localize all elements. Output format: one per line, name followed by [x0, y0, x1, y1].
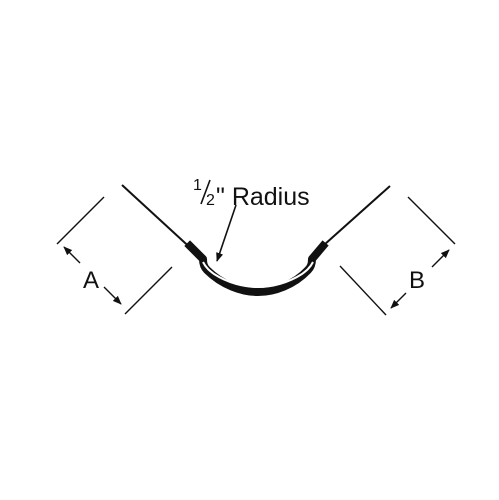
radius-label-denominator: 2: [206, 192, 215, 209]
dimension-b-extension-lower: [339, 265, 387, 316]
dimension-b-arrow-lower: [390, 292, 407, 309]
radius-label-fraction-slash: [200, 179, 211, 205]
radius-nose-profile: [184, 240, 329, 296]
dimension-b-extension-upper: [407, 196, 456, 245]
radius-leader-arrow: [216, 204, 237, 262]
radius-label-numerator: 1: [193, 177, 202, 194]
dimension-b-arrow-upper: [431, 249, 450, 268]
dimension-b: [339, 196, 456, 316]
dimension-a-arrow-lower: [103, 286, 122, 305]
dimension-a: [56, 196, 173, 315]
dimension-a-label: A: [83, 267, 99, 294]
radius-label-text: " Radius: [216, 183, 310, 211]
dimension-b-label: B: [409, 267, 425, 294]
dimension-a-extension-upper: [56, 196, 105, 245]
dimension-a-extension-lower: [124, 266, 173, 315]
left-flange: [121, 184, 197, 254]
radius-label: 1 2 " Radius: [193, 177, 310, 211]
right-flange: [314, 185, 391, 254]
dimension-a-arrow-upper: [63, 246, 81, 264]
